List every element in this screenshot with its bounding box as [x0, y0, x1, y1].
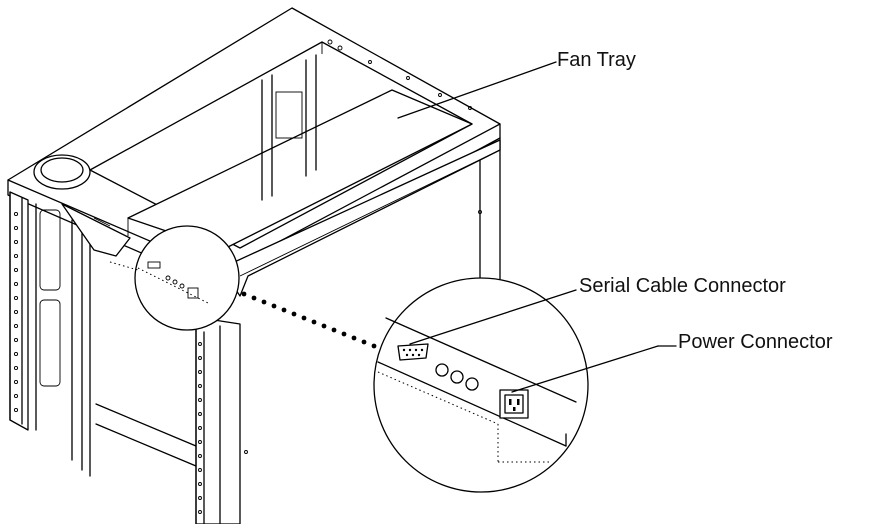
power-leader-1 [511, 345, 659, 393]
serial-port-icon [397, 343, 429, 361]
serial-leader [409, 289, 577, 345]
power-connector-label: Power Connector [678, 331, 833, 353]
detail-circle-large [373, 277, 589, 493]
right-front-post [195, 319, 248, 524]
status-led-icons [435, 363, 479, 391]
detail-circle-small [109, 225, 240, 331]
zoom-leader [241, 291, 377, 349]
left-rail [61, 203, 131, 257]
cable-ring [33, 154, 91, 190]
serial-cable-connector-label: Serial Cable Connector [579, 275, 786, 297]
fan-tray-label: Fan Tray [557, 49, 636, 71]
power-connector-icon [499, 389, 529, 419]
fan-tray-leader [397, 61, 557, 119]
mounting-holes [327, 39, 472, 110]
left-front-post [9, 191, 197, 477]
